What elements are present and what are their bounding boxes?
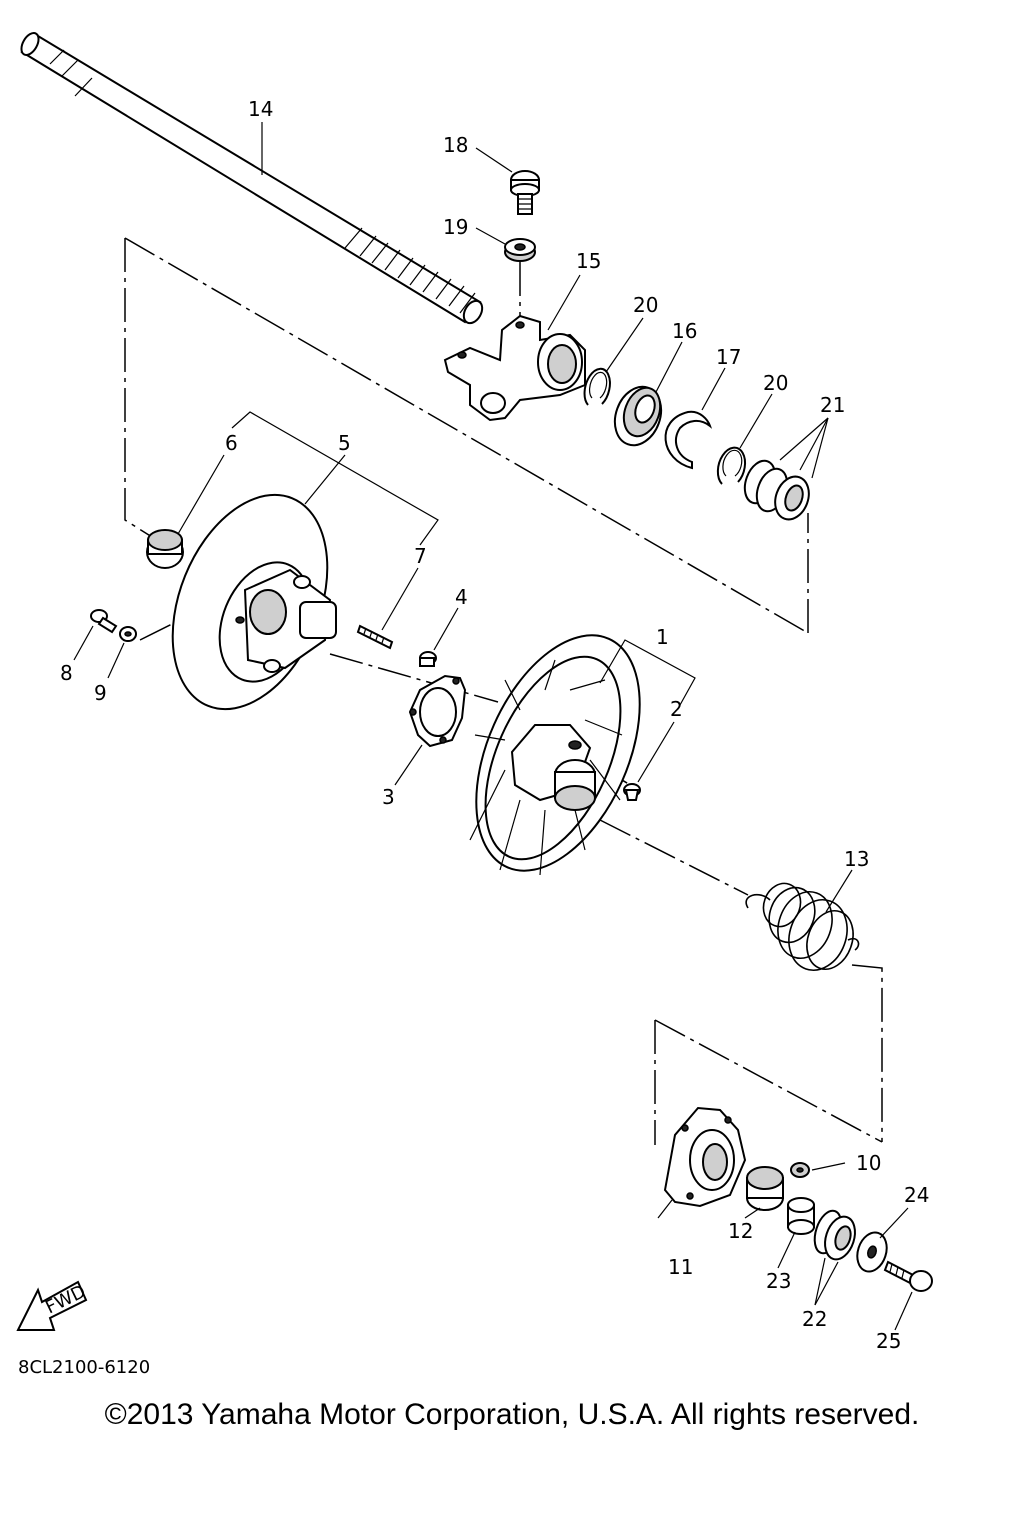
part-19-nut	[504, 238, 536, 262]
part-17-snap-ring	[664, 410, 713, 470]
part-10-nut	[790, 1162, 810, 1178]
part-21-spacers	[743, 459, 810, 521]
callout-24: 24	[904, 1183, 929, 1207]
part-2-screw	[623, 783, 641, 801]
callout-15: 15	[576, 249, 601, 273]
part-16-ball-bearing	[613, 385, 663, 447]
callout-18: 18	[443, 133, 468, 157]
callout-23: 23	[766, 1269, 791, 1293]
part-25-flange-bolt	[883, 1260, 933, 1292]
part-5-fixed-sheave	[171, 493, 337, 711]
callout-labels: 14 18 19 15 20 16 17 20 21 6 5 7 4 1 8 9…	[60, 97, 929, 1353]
part-24-washer	[856, 1231, 888, 1273]
callout-7: 7	[414, 544, 427, 568]
callout-1: 1	[656, 625, 669, 649]
callout-10: 10	[856, 1151, 881, 1175]
callout-13: 13	[844, 847, 869, 871]
callout-11: 11	[668, 1255, 693, 1279]
part-8-bolt	[90, 609, 118, 634]
part-22-washers	[813, 1209, 856, 1261]
part-3-gasket	[408, 674, 467, 748]
callout-19: 19	[443, 215, 468, 239]
part-1-movable-sheave	[469, 634, 641, 876]
callout-20-upper: 20	[633, 293, 658, 317]
part-20-circlip-upper	[583, 367, 611, 406]
part-6-bushing	[146, 529, 184, 569]
part-15-bearing-bracket	[443, 314, 586, 422]
part-18-bolt	[510, 170, 540, 215]
part-14-shaft	[20, 32, 484, 325]
callout-3: 3	[382, 785, 395, 809]
callout-5: 5	[338, 431, 351, 455]
part-12-bushing	[746, 1166, 784, 1211]
part-11-cover	[663, 1106, 747, 1208]
diagram-code: 8CL2100-6120	[18, 1357, 150, 1378]
fwd-label: FWD	[42, 1281, 89, 1318]
part-4-screw	[419, 651, 437, 667]
part-20-circlip-lower	[716, 446, 747, 485]
part-9-washer	[119, 626, 137, 642]
callout-22: 22	[802, 1307, 827, 1331]
callout-4: 4	[455, 585, 468, 609]
callout-9: 9	[94, 681, 107, 705]
part-23-collar	[787, 1197, 815, 1235]
callout-8: 8	[60, 661, 73, 685]
fwd-arrow-icon: FWD	[16, 1280, 89, 1331]
callout-17: 17	[716, 345, 741, 369]
callout-6: 6	[225, 431, 238, 455]
assembly-guide-lines	[124, 237, 883, 1145]
callout-14: 14	[248, 97, 273, 121]
part-7-stud	[356, 624, 394, 650]
copyright-notice: ©2013 Yamaha Motor Corporation, U.S.A. A…	[104, 1398, 920, 1431]
callout-20-lower: 20	[763, 371, 788, 395]
callout-21: 21	[820, 393, 845, 417]
callout-16: 16	[672, 319, 697, 343]
callout-25: 25	[876, 1329, 901, 1353]
callout-12: 12	[728, 1219, 753, 1243]
callout-2: 2	[670, 697, 683, 721]
part-13-spring	[745, 882, 860, 971]
